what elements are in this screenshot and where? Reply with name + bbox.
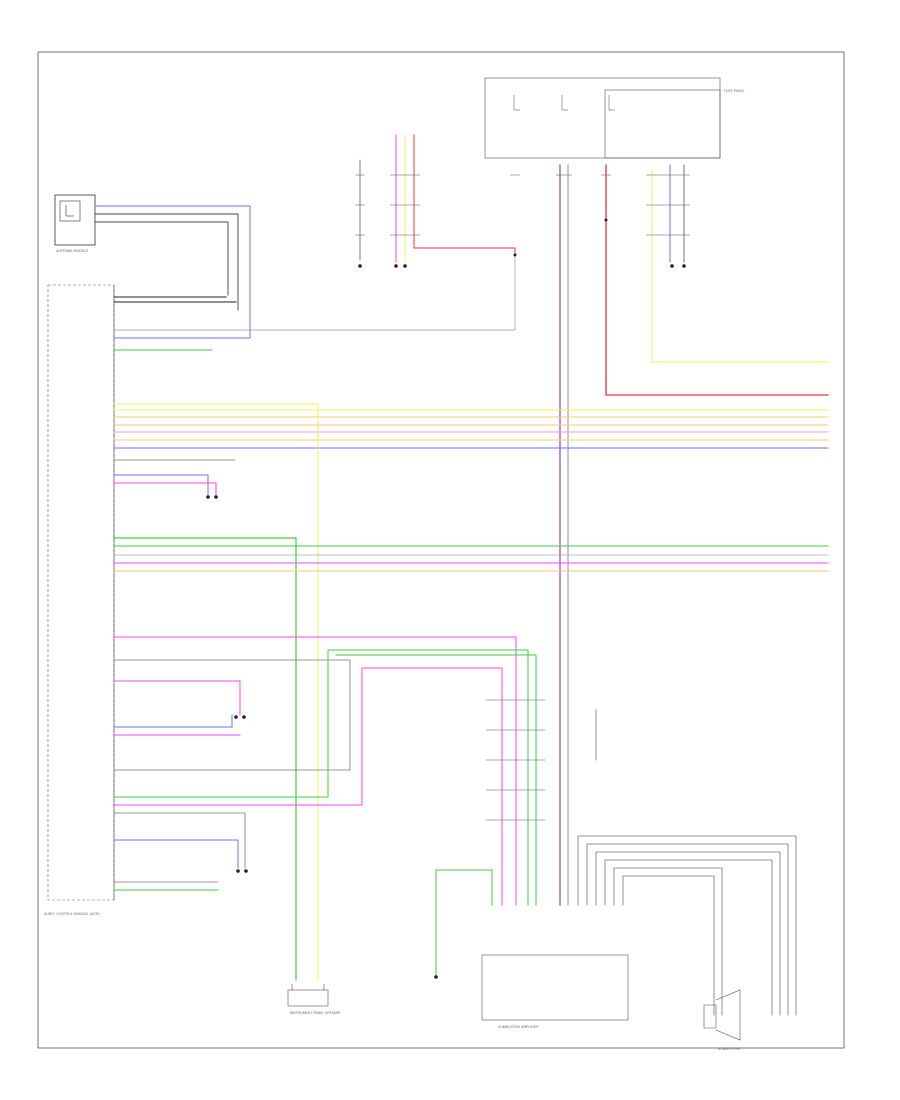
ip-speaker-label: INSTRUMENT PANEL SPEAKER (290, 1011, 341, 1015)
subwoofer-amplifier-label: SUBWOOFER AMPLIFIER (498, 1025, 539, 1029)
antenna-module-label: ANTENNA MODULE (56, 249, 88, 253)
antenna-module: ANTENNA MODULE (54, 194, 96, 253)
fuse-panel-label: FUSE PANEL (724, 89, 745, 93)
audio-control-module: AUDIO CONTROL MODULE (ACM) (44, 284, 115, 916)
subwoofer: SUBWOOFER (703, 989, 741, 1051)
acm-label: AUDIO CONTROL MODULE (ACM) (44, 912, 100, 916)
diagram-frame (37, 51, 845, 1049)
fuse-panel: FUSE PANEL (484, 77, 745, 159)
subwoofer-amplifier: SUBWOOFER AMPLIFIER (481, 954, 629, 1029)
ground-points (206, 218, 686, 979)
subwoofer-label: SUBWOOFER (718, 1047, 741, 1051)
wire-harness (94, 134, 829, 1016)
instrument-panel-speaker: INSTRUMENT PANEL SPEAKER (287, 984, 341, 1015)
connector-stubs (355, 174, 690, 821)
